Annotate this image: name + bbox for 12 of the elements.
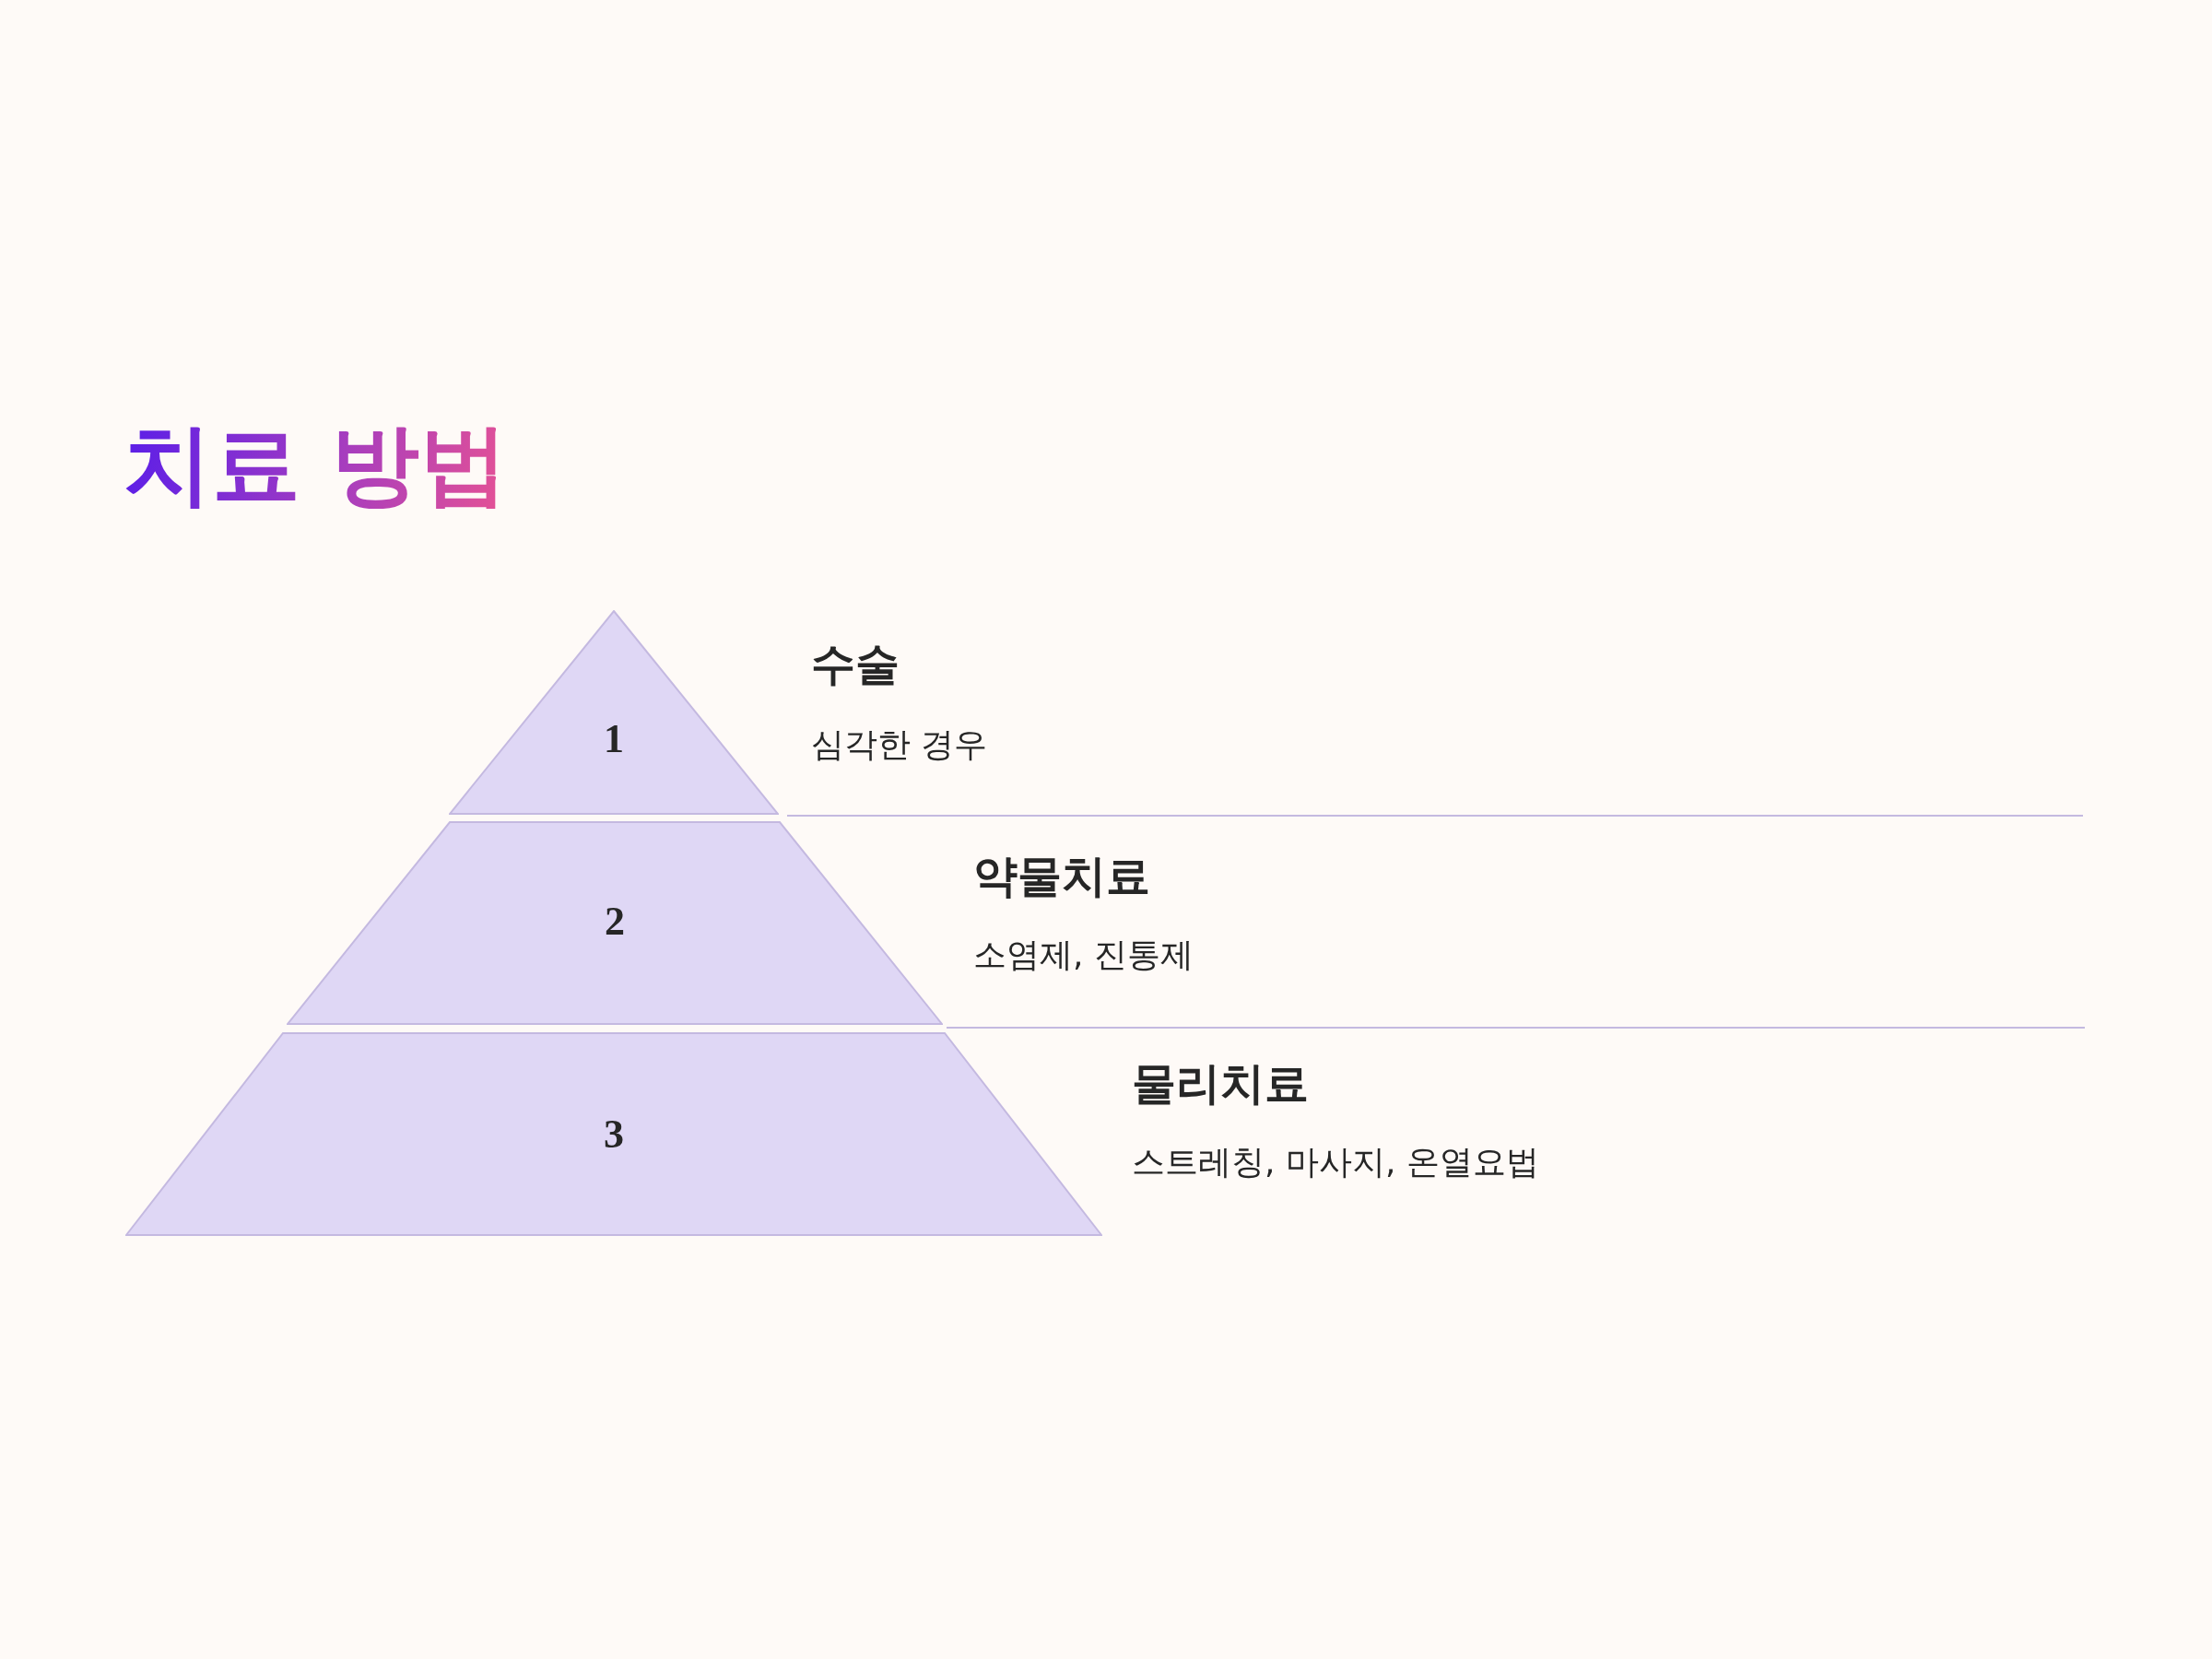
- tier-description: 스트레칭, 마사지, 온열요법: [1132, 1146, 1539, 1179]
- pyramid-tier: [125, 1032, 1102, 1236]
- tier-heading: 수술: [811, 641, 900, 686]
- pyramid-tier: [287, 821, 943, 1025]
- tier-number: 3: [604, 1114, 624, 1155]
- tier-description: 소염제, 진통제: [973, 938, 1194, 971]
- tier-description: 심각한 경우: [811, 728, 988, 761]
- tier-number: 1: [604, 719, 624, 759]
- tier-heading: 물리치료: [1132, 1061, 1309, 1105]
- tier-heading: 약물치료: [973, 853, 1150, 898]
- pyramid-tier: [449, 610, 779, 815]
- tier-number: 2: [605, 901, 625, 942]
